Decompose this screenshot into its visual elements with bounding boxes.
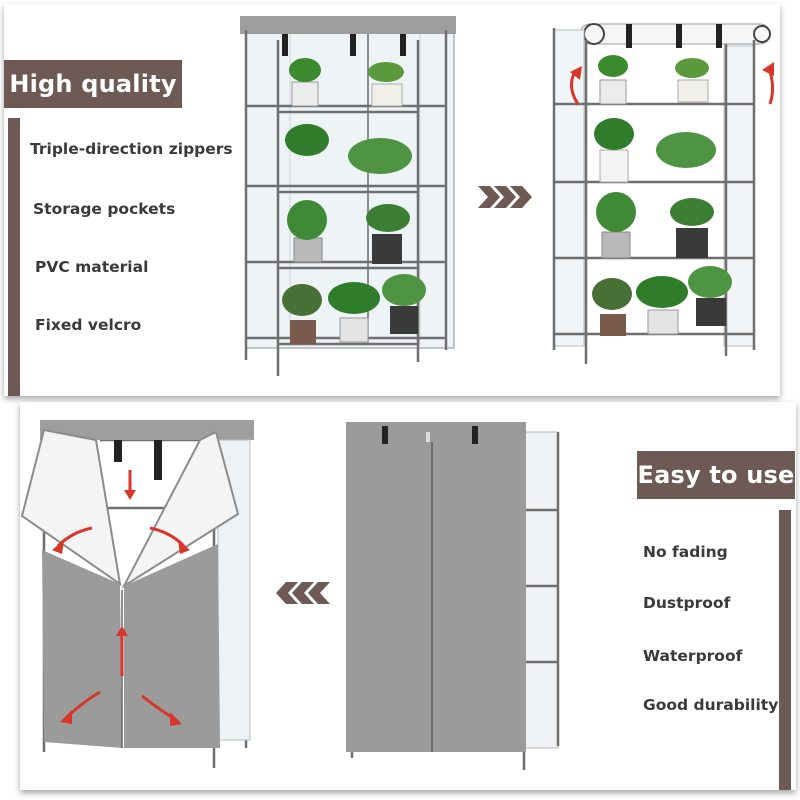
rolled-cover [553, 23, 771, 347]
top-accent-bar [8, 118, 20, 396]
feature-triple-zippers: Triple-direction zippers [30, 140, 233, 158]
feature-no-fading: No fading [643, 543, 728, 561]
feature-fixed-velcro: Fixed velcro [35, 316, 142, 334]
feature-pvc-material: PVC material [35, 258, 149, 276]
shelf-frame [244, 30, 448, 376]
potted-plants-right [592, 55, 732, 336]
shelf-frame-right [552, 28, 756, 364]
feature-good-durability: Good durability [643, 696, 779, 714]
open-cover-flaps [20, 428, 240, 748]
high-quality-badge: High quality [4, 60, 182, 108]
closed-cover [346, 422, 526, 752]
easy-to-use-badge: Easy to use [637, 451, 795, 499]
feature-storage-pockets: Storage pockets [33, 200, 176, 218]
feature-dustproof: Dustproof [643, 594, 731, 612]
bottom-accent-bar [779, 510, 791, 790]
feature-waterproof: Waterproof [643, 647, 743, 665]
potted-plants [282, 58, 426, 344]
